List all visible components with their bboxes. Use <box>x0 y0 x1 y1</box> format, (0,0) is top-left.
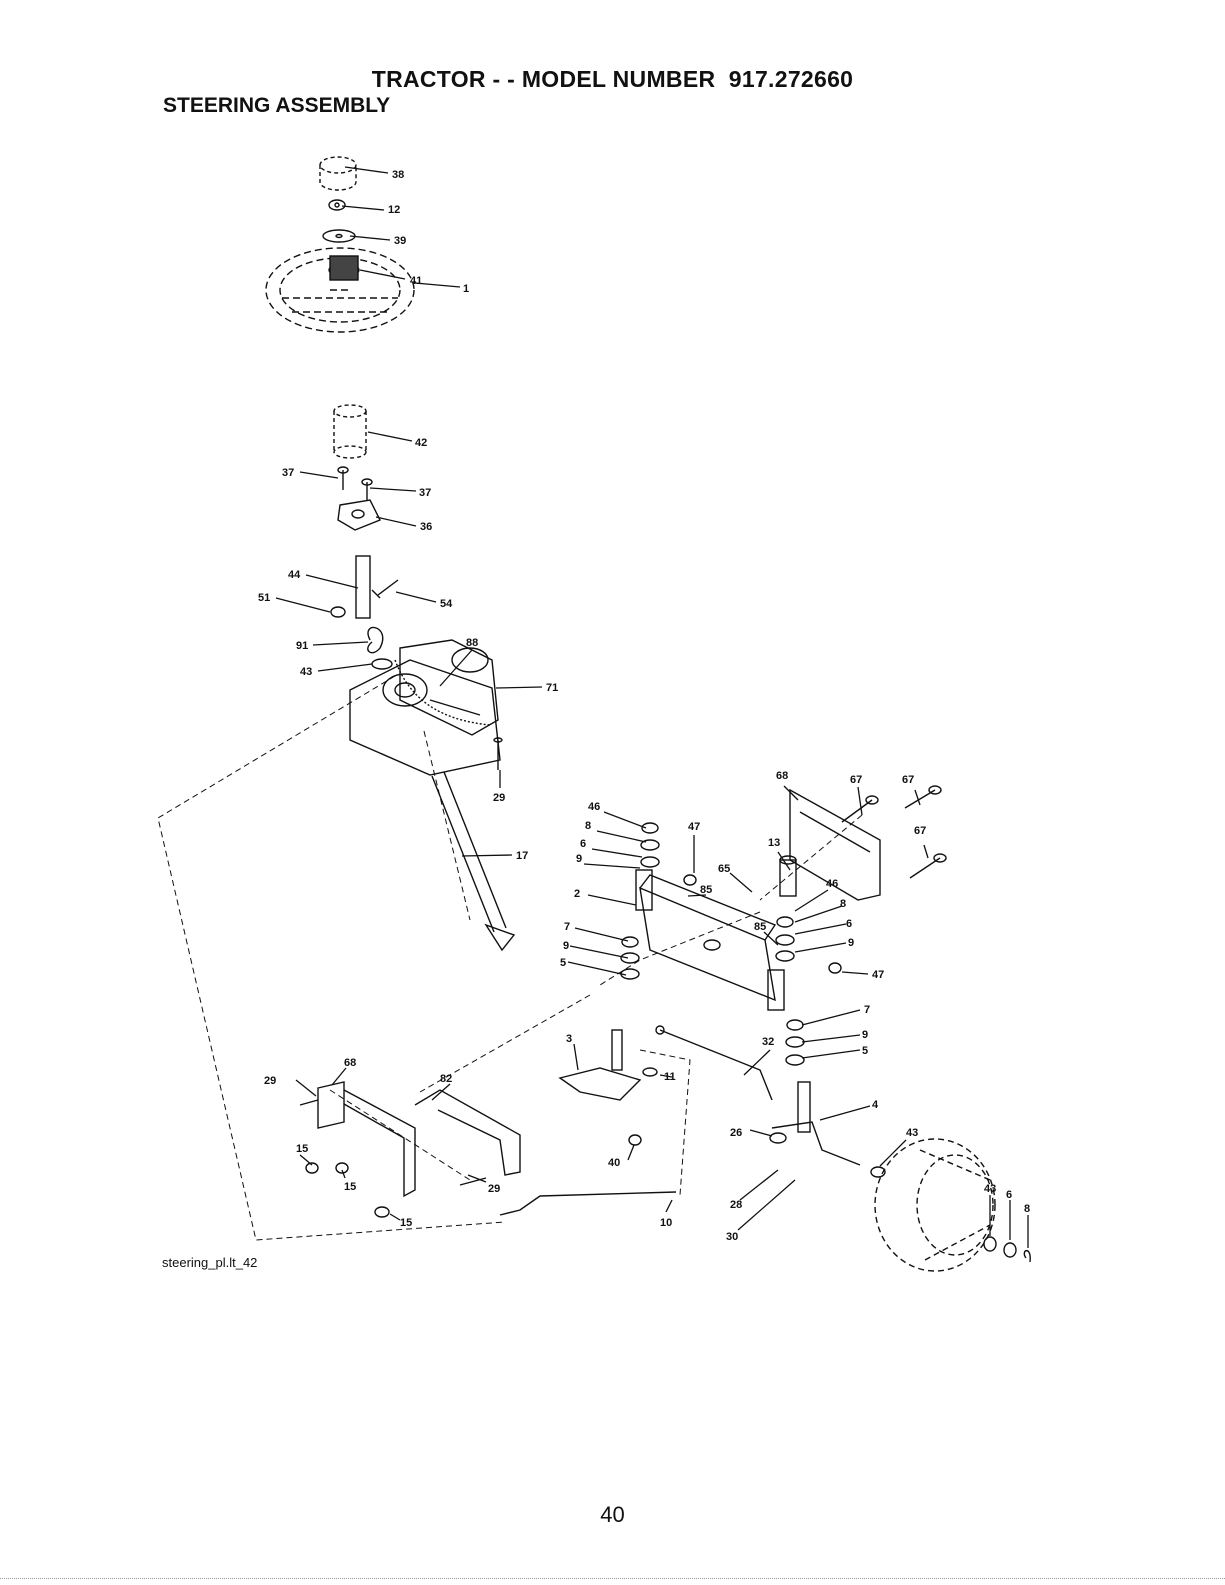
callout-label: 47 <box>872 969 884 981</box>
callout-label: 40 <box>608 1157 620 1169</box>
callout-label: 2 <box>574 888 580 900</box>
callout-label: 54 <box>440 598 453 610</box>
callout-label: 29 <box>488 1183 500 1195</box>
small-screw-part <box>494 738 502 770</box>
shaft-part <box>356 556 370 618</box>
callout-label: 15 <box>400 1217 412 1229</box>
callout-label: 46 <box>826 878 838 890</box>
callout-label: 7 <box>864 1004 870 1016</box>
callout-label: 88 <box>466 637 478 649</box>
callout-label: 67 <box>902 774 914 786</box>
callout-label: 39 <box>394 235 406 247</box>
wheel-part <box>875 1139 995 1271</box>
callout-label: 51 <box>258 592 270 604</box>
callout-label: 15 <box>344 1181 356 1193</box>
callout-label: 37 <box>282 467 294 479</box>
callout-label: 6 <box>846 918 852 930</box>
callout-label: 43 <box>984 1183 996 1195</box>
callout-label: 1 <box>463 283 469 295</box>
callout-label: 68 <box>776 770 788 782</box>
callout-label: 82 <box>440 1073 452 1085</box>
callout-label: 43 <box>906 1127 918 1139</box>
locknut-part <box>331 607 345 617</box>
callout-label: 44 <box>288 569 301 581</box>
callout-label: 3 <box>566 1033 572 1045</box>
callout-label: 46 <box>588 801 600 813</box>
callout-label: 9 <box>576 853 582 865</box>
callout-label: 6 <box>1006 1189 1012 1201</box>
callout-label: 47 <box>688 821 700 833</box>
callout-label: 37 <box>419 487 431 499</box>
callout-label: 17 <box>516 850 528 862</box>
cap-part <box>320 157 356 190</box>
callout-label: 8 <box>840 898 846 910</box>
bolt-parts <box>842 786 946 878</box>
frame-bracket-part <box>300 1082 520 1217</box>
callout-label: 85 <box>754 921 766 933</box>
callout-label: 85 <box>700 884 712 896</box>
callout-label: 65 <box>718 863 730 875</box>
callout-label: 91 <box>296 640 308 652</box>
washer-stack-right <box>776 917 804 1065</box>
callout-label: 9 <box>563 940 569 952</box>
callout-label: 15 <box>296 1143 308 1155</box>
callout-label: 29 <box>264 1075 276 1087</box>
leader-lines <box>276 167 1028 1248</box>
callout-label: 26 <box>730 1127 742 1139</box>
callout-label: 6 <box>580 838 586 850</box>
steering-gear-part <box>350 640 500 775</box>
spindle-left-part <box>560 1030 657 1100</box>
washer-stack-left <box>621 823 659 979</box>
wheel-hardware <box>871 1167 1030 1262</box>
callout-label: 30 <box>726 1231 738 1243</box>
nut-part <box>329 200 345 210</box>
bracket-part <box>338 500 380 530</box>
callout-label: 28 <box>730 1199 742 1211</box>
screw-parts <box>338 467 372 500</box>
callout-label: 5 <box>862 1045 868 1057</box>
callout-label: 9 <box>862 1029 868 1041</box>
callout-label: 29 <box>493 792 505 804</box>
callout-label: 71 <box>546 682 558 694</box>
callout-label: 32 <box>762 1036 774 1048</box>
callout-label: 38 <box>392 169 404 181</box>
callout-label: 12 <box>388 204 400 216</box>
callout-label: 41 <box>410 275 422 287</box>
callout-label: 67 <box>850 774 862 786</box>
callout-label: 9 <box>848 937 854 949</box>
bolt-part <box>372 580 398 598</box>
page-number: 40 <box>0 1502 1225 1528</box>
adapter-part <box>329 256 359 280</box>
callout-label: 43 <box>300 666 312 678</box>
callout-label: 5 <box>560 957 566 969</box>
callout-label: 13 <box>768 837 780 849</box>
page-edge-divider <box>0 1578 1225 1579</box>
diagram-caption: steering_pl.lt_42 <box>162 1255 257 1270</box>
drag-link-part <box>656 1026 772 1100</box>
callout-label: 11 <box>664 1071 676 1083</box>
callout-label: 42 <box>415 437 427 449</box>
callout-labels: 38 12 39 1 41 42 37 37 36 44 54 51 91 43… <box>258 169 1030 1243</box>
callout-label: 67 <box>914 825 926 837</box>
dashed-guide-lines <box>158 676 862 1240</box>
callout-label: 4 <box>872 1099 879 1111</box>
callout-label: 36 <box>420 521 432 533</box>
nut-40-part <box>629 1135 641 1145</box>
spring-part <box>368 628 383 653</box>
callout-label: 10 <box>660 1217 672 1229</box>
tie-rod-part <box>500 1192 676 1215</box>
callout-label: 7 <box>564 921 570 933</box>
callout-label: 8 <box>1024 1203 1030 1215</box>
callout-label: 68 <box>344 1057 356 1069</box>
spindle-right-part <box>770 1082 860 1165</box>
callout-label: 8 <box>585 820 591 832</box>
bushing-part <box>334 405 366 458</box>
gear-washer-part <box>372 659 392 669</box>
